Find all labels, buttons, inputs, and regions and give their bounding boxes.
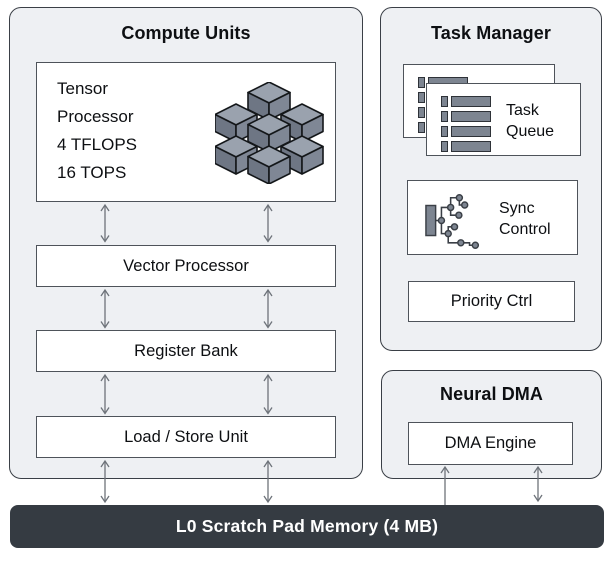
- compute-units-title: Compute Units: [121, 23, 251, 43]
- task-queue-label: Task Queue: [506, 100, 554, 142]
- tensor-line-1: Tensor: [57, 79, 109, 98]
- load-store-unit-label: Load / Store Unit: [124, 427, 248, 446]
- tensor-processor-label: Tensor Processor 4 TFLOPS 16 TOPS: [57, 75, 137, 187]
- sync-control-label-line1: Sync: [499, 200, 535, 217]
- task-queue-label-line1: Task: [506, 102, 539, 119]
- tensor-line-4: 16 TOPS: [57, 163, 127, 182]
- cube-cluster-icon: [215, 82, 324, 184]
- priority-ctrl-box: Priority Ctrl: [408, 281, 575, 322]
- sync-tree-icon: [425, 194, 480, 249]
- neural-dma-title: Neural DMA: [439, 384, 543, 404]
- sync-control-box: Sync Control: [407, 180, 578, 255]
- priority-ctrl-label: Priority Ctrl: [450, 292, 533, 310]
- load-store-unit-box: Load / Store Unit: [36, 416, 336, 458]
- l0-scratch-pad-memory-bar: L0 Scratch Pad Memory (4 MB): [10, 505, 604, 548]
- task-queue-label-line2: Queue: [506, 123, 555, 140]
- tensor-line-2: Processor: [57, 107, 134, 126]
- sync-control-label-line2: Control: [499, 221, 551, 238]
- tensor-processor-box: Tensor Processor 4 TFLOPS 16 TOPS: [36, 62, 336, 202]
- task-manager-title: Task Manager: [431, 23, 551, 43]
- sync-control-label: Sync Control: [499, 198, 551, 240]
- vector-processor-label: Vector Processor: [123, 256, 249, 275]
- task-list-icon: [441, 96, 491, 152]
- dma-engine-box: DMA Engine: [408, 422, 573, 465]
- register-bank-box: Register Bank: [36, 330, 336, 372]
- register-bank-label: Register Bank: [134, 341, 238, 360]
- tensor-line-3: 4 TFLOPS: [57, 135, 137, 154]
- dma-engine-label: DMA Engine: [444, 434, 537, 452]
- vector-processor-box: Vector Processor: [36, 245, 336, 287]
- memory-bar-label: L0 Scratch Pad Memory (4 MB): [175, 516, 439, 536]
- task-queue-card: Task Queue: [426, 83, 581, 156]
